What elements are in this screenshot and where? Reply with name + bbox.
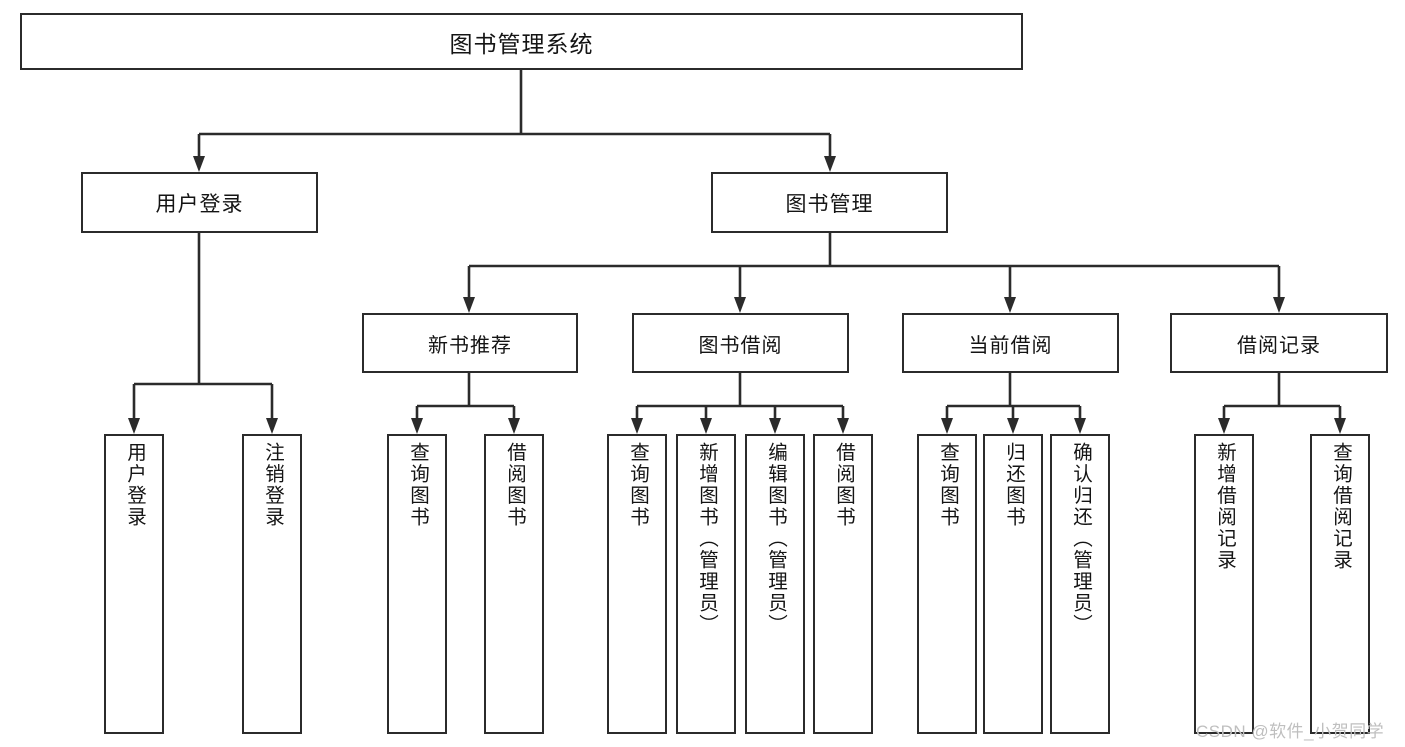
- node-label: 借阅图书: [503, 442, 526, 528]
- leaf-user-login-signin[interactable]: 用户登录: [104, 434, 164, 734]
- node-label: 当前借阅: [968, 334, 1053, 357]
- leaf-borrow-edit-book-admin[interactable]: 编辑图书（管理员）: [745, 434, 805, 734]
- node-label: 编辑图书（管理员）: [764, 442, 787, 636]
- node-label: 借阅图书: [832, 442, 855, 528]
- node-label: 用户登录: [155, 192, 244, 216]
- leaf-borrow-add-book-admin[interactable]: 新增图书（管理员）: [676, 434, 736, 734]
- leaf-recommend-query-book[interactable]: 查询图书: [387, 434, 447, 734]
- node-label: 借阅记录: [1237, 334, 1321, 357]
- leaf-current-confirm-return-admin[interactable]: 确认归还（管理员）: [1050, 434, 1110, 734]
- node-label: 图书管理: [785, 192, 874, 216]
- leaf-recommend-borrow-book[interactable]: 借阅图书: [484, 434, 544, 734]
- node-label: 新增图书（管理员）: [695, 442, 718, 636]
- node-label: 归还图书: [1002, 442, 1025, 528]
- watermark-text: CSDN @软件_小贺同学: [1196, 722, 1385, 741]
- node-current-borrow[interactable]: 当前借阅: [902, 313, 1119, 373]
- node-label: 查询图书: [936, 442, 959, 528]
- node-label: 查询图书: [406, 442, 429, 528]
- leaf-current-query-book[interactable]: 查询图书: [917, 434, 977, 734]
- node-book-management[interactable]: 图书管理: [711, 172, 948, 233]
- node-borrow-record[interactable]: 借阅记录: [1170, 313, 1388, 373]
- node-root-system[interactable]: 图书管理系统: [20, 13, 1023, 70]
- node-label: 新增借阅记录: [1213, 442, 1236, 571]
- leaf-user-login-signout[interactable]: 注销登录: [242, 434, 302, 734]
- node-book-borrow[interactable]: 图书借阅: [632, 313, 849, 373]
- leaf-record-add-record[interactable]: 新增借阅记录: [1194, 434, 1254, 734]
- leaf-borrow-borrow-book[interactable]: 借阅图书: [813, 434, 873, 734]
- node-label: 查询借阅记录: [1329, 442, 1352, 571]
- leaf-record-query-record[interactable]: 查询借阅记录: [1310, 434, 1370, 734]
- node-label: 图书借阅: [698, 334, 783, 357]
- node-user-login[interactable]: 用户登录: [81, 172, 318, 233]
- node-label: 用户登录: [123, 442, 146, 528]
- leaf-current-return-book[interactable]: 归还图书: [983, 434, 1043, 734]
- node-label: 查询图书: [626, 442, 649, 528]
- node-label: 新书推荐: [428, 334, 512, 357]
- node-label: 图书管理系统: [449, 30, 594, 57]
- node-label: 注销登录: [261, 442, 284, 528]
- leaf-borrow-query-book[interactable]: 查询图书: [607, 434, 667, 734]
- csdn-watermark: CSDN @软件_小贺同学: [1196, 717, 1384, 742]
- node-label: 确认归还（管理员）: [1069, 442, 1092, 636]
- node-new-book-recommend[interactable]: 新书推荐: [362, 313, 578, 373]
